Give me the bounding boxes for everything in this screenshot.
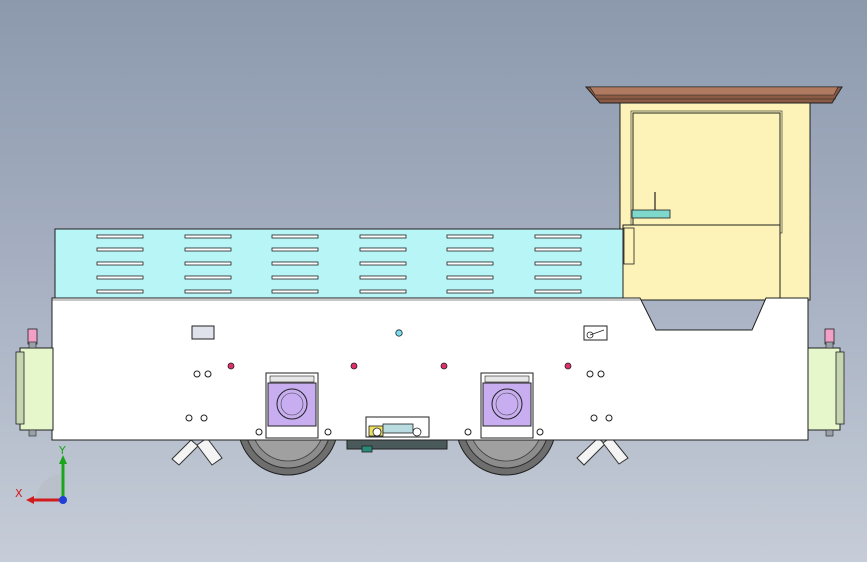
frame-bolt: [586, 370, 594, 378]
frame-bolts: [185, 362, 613, 436]
louvre-slot: [96, 275, 144, 280]
buffer-right: [807, 328, 845, 437]
lifting-point-marker: [564, 362, 572, 370]
louvre-slot: [446, 275, 494, 280]
axle-box-left: [265, 372, 319, 439]
louvre-slot: [96, 289, 144, 294]
panel-latch: [583, 325, 608, 341]
coordinate-triad-icon: X Y: [15, 444, 67, 504]
lifting-point-marker: [227, 362, 235, 370]
louvre-slot: [271, 289, 319, 294]
buffer-left: [15, 328, 54, 437]
left-guard-pipes: [171, 437, 223, 466]
cab-control-desk: [622, 224, 781, 301]
axle-box-right: [480, 372, 534, 439]
x-axis-label: X: [15, 487, 23, 500]
louvre-slot: [184, 247, 232, 252]
frame-bolt: [590, 414, 598, 422]
right-guard-pipes: [576, 436, 629, 466]
louvre-slot: [534, 261, 582, 266]
louvre-slot: [184, 261, 232, 266]
louvre-slot: [359, 275, 407, 280]
louvre-slot: [534, 247, 582, 252]
louvre-slot: [96, 234, 144, 239]
louvre-slot: [271, 261, 319, 266]
louvre-slot: [446, 289, 494, 294]
frame-bolt: [597, 370, 605, 378]
louvre-slot: [359, 261, 407, 266]
louvre-slot: [359, 247, 407, 252]
louvre-slot: [184, 275, 232, 280]
y-axis-label: Y: [58, 444, 66, 457]
hood-louvres: [96, 234, 582, 294]
coupler-link: [361, 445, 373, 453]
louvre-slot: [446, 261, 494, 266]
louvre-slot: [359, 289, 407, 294]
panel-indicator-light: [395, 329, 403, 337]
louvre-slot: [534, 289, 582, 294]
louvre-slot: [446, 234, 494, 239]
cab: [619, 102, 811, 301]
louvre-slot: [534, 275, 582, 280]
louvre-slot: [96, 247, 144, 252]
louvre-slot: [359, 234, 407, 239]
louvre-slot: [534, 234, 582, 239]
louvre-slot: [271, 234, 319, 239]
louvre-slot: [184, 289, 232, 294]
frame-bolt: [200, 414, 208, 422]
center-bracket: [365, 416, 430, 438]
louvre-slot: [184, 234, 232, 239]
cab-roof: [584, 86, 843, 104]
louvre-slot: [446, 247, 494, 252]
frame-bolt: [464, 428, 472, 436]
frame-bolt: [185, 414, 193, 422]
louvre-slot: [96, 261, 144, 266]
frame-bolt: [193, 370, 201, 378]
frame-bolt: [255, 428, 263, 436]
panel-inspection-plate: [191, 325, 215, 340]
main-frame-panel: [51, 297, 809, 441]
frame-bolt: [536, 428, 544, 436]
lifting-point-marker: [440, 362, 448, 370]
frame-bolt: [324, 428, 332, 436]
louvre-slot: [271, 247, 319, 252]
frame-bolt: [204, 370, 212, 378]
frame-bolt: [605, 414, 613, 422]
louvre-slot: [271, 275, 319, 280]
engine-hood: [54, 228, 624, 300]
lifting-point-marker: [350, 362, 358, 370]
